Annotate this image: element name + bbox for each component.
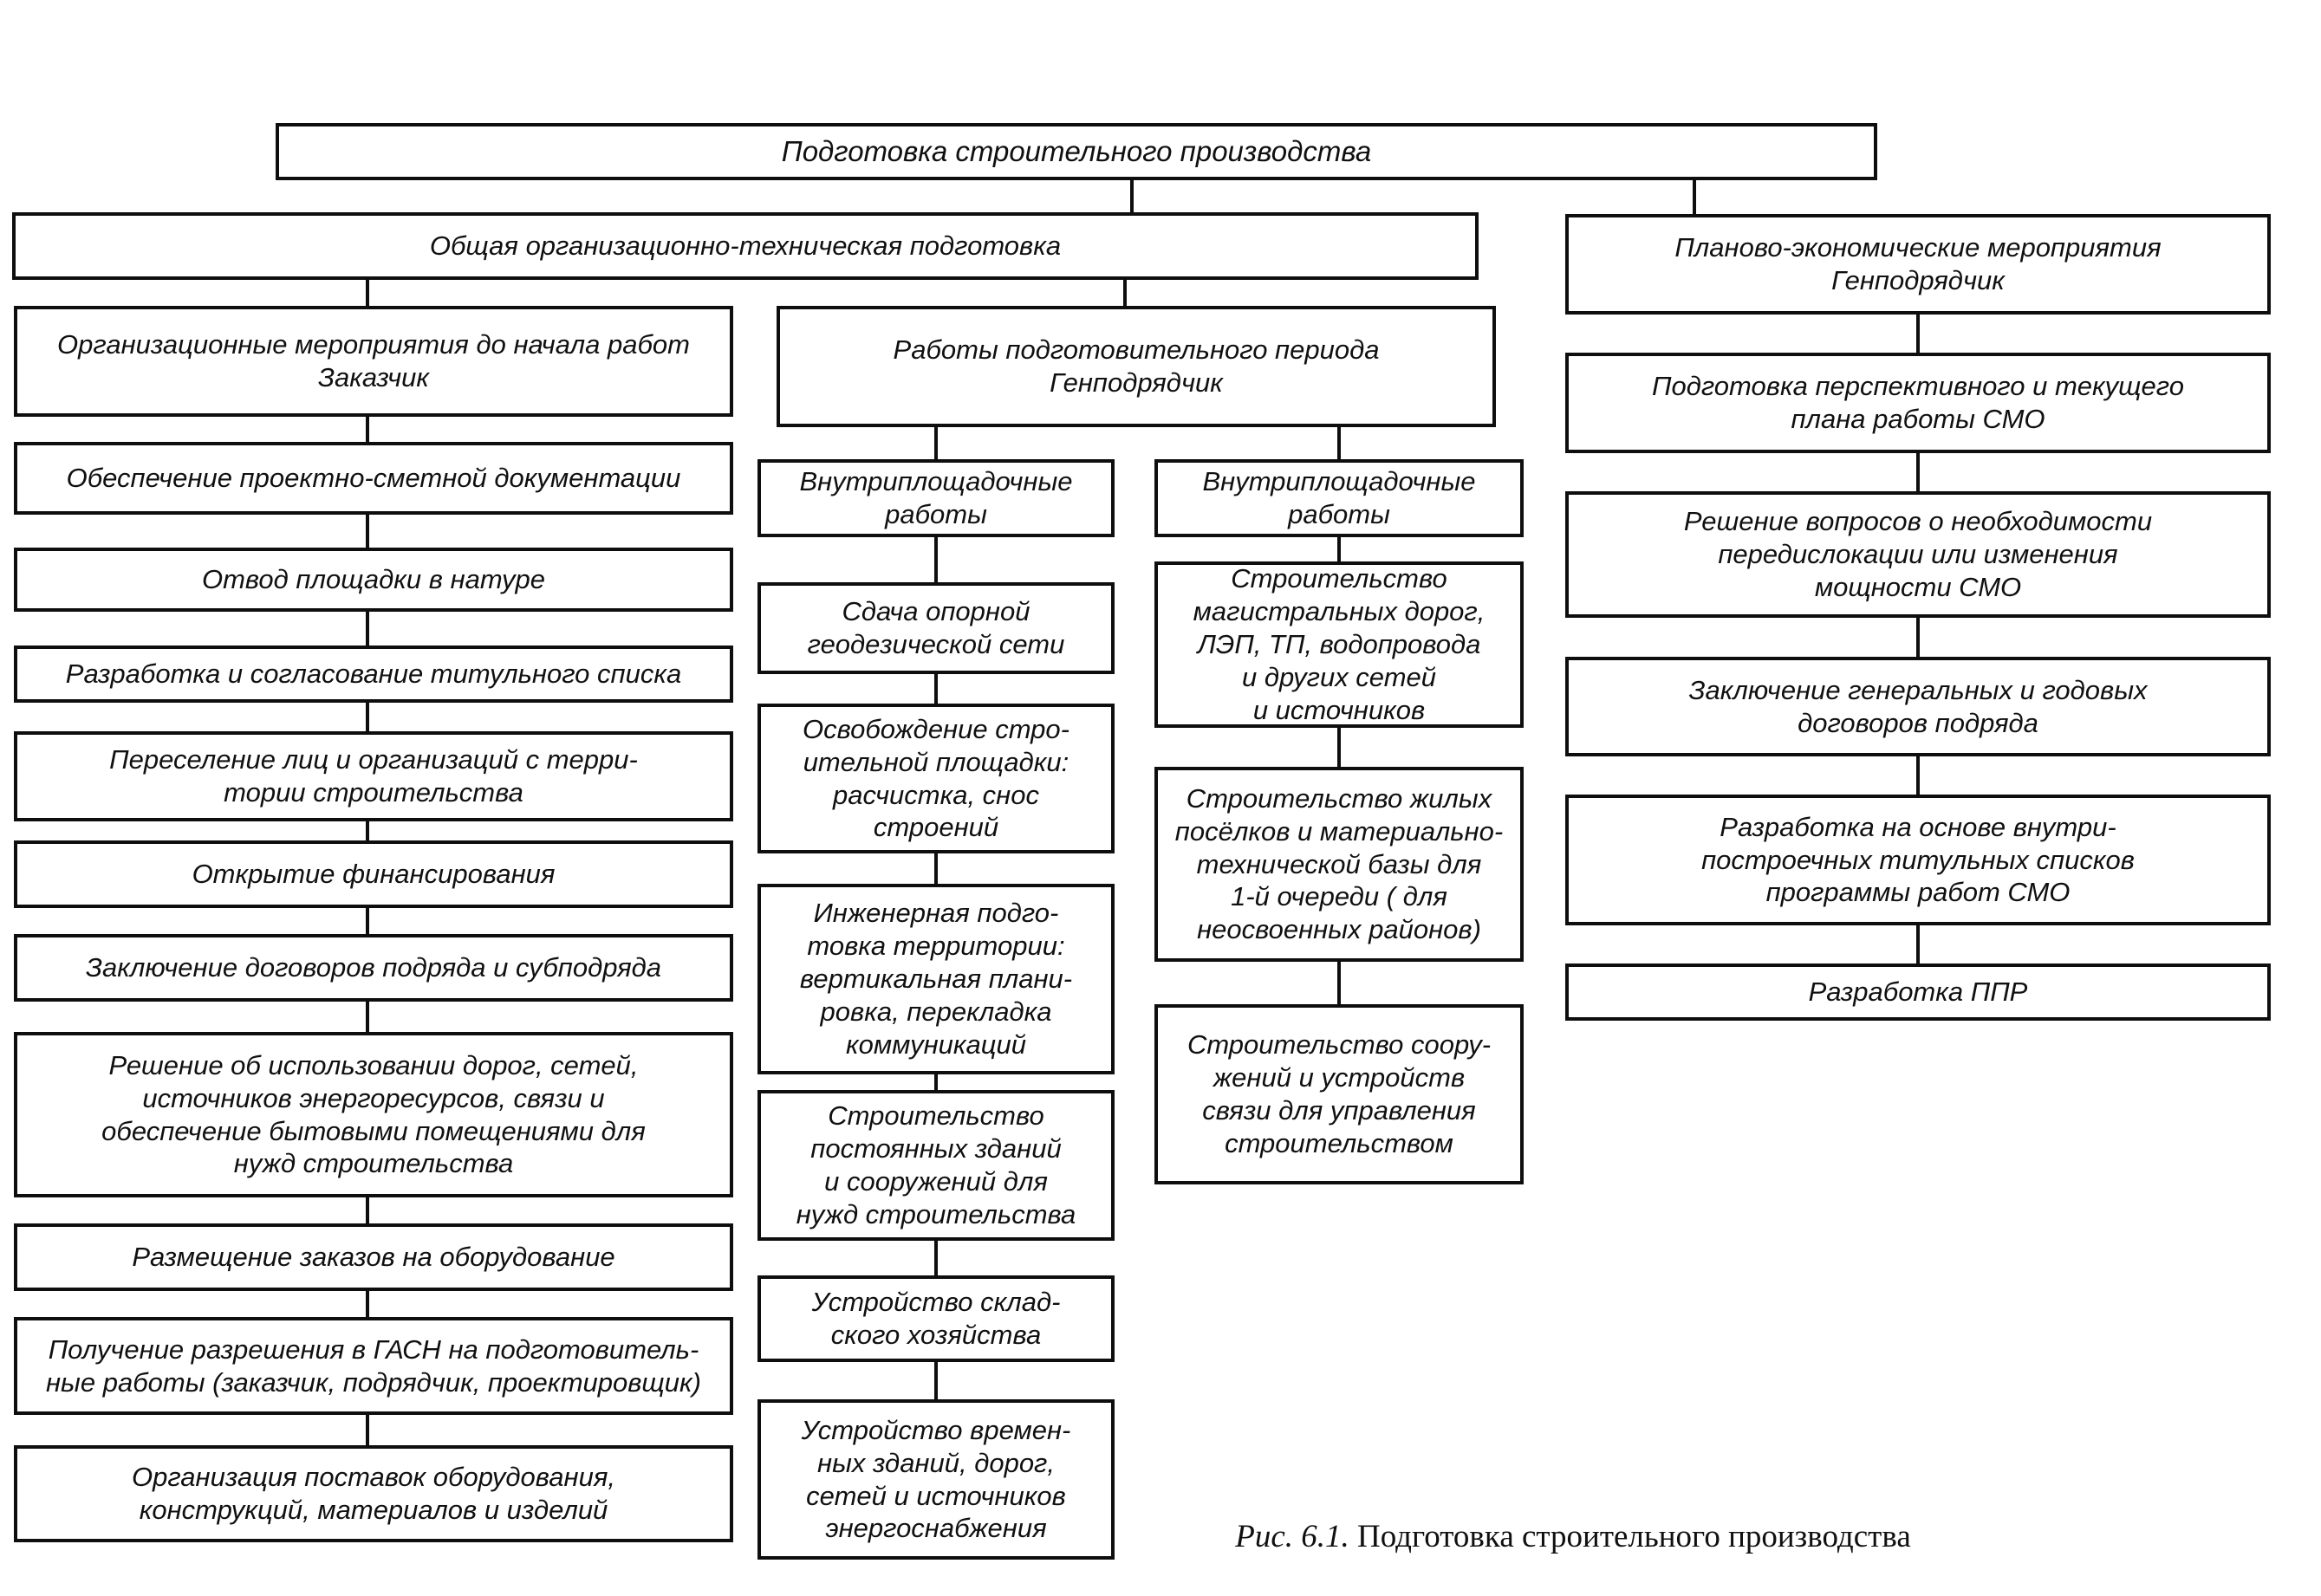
node-trunk-roads: Строительство магистральных дорог, ЛЭП, … [1154, 561, 1524, 728]
connector [1916, 925, 1920, 963]
connector [1916, 756, 1920, 795]
connector [1916, 618, 1920, 657]
node-smo-plan: Подготовка перспективного и текущего пла… [1565, 353, 2271, 453]
connector [1337, 427, 1341, 459]
node-geodetic-network: Сдача опорной геодезической сети [757, 582, 1115, 674]
node-title-list: Разработка и согласование титульного спи… [14, 646, 733, 703]
node-plan-econ: Планово-экономические мероприятия Генпод… [1565, 214, 2271, 315]
connector [1130, 180, 1134, 212]
connector [1123, 280, 1127, 306]
node-permanent-buildings: Строительство постоянных зданий и сооруж… [757, 1090, 1115, 1241]
node-onsite-works-left: Внутриплощадочные работы [757, 459, 1115, 537]
node-contracts: Заключение договоров подряда и субподряд… [14, 934, 733, 1002]
node-relocation: Переселение лиц и организаций с терри- т… [14, 731, 733, 821]
connector [934, 537, 938, 582]
node-warehouse-facilities: Устройство склад- ского хозяйства [757, 1275, 1115, 1362]
connector [1337, 537, 1341, 561]
connector [366, 1002, 369, 1032]
node-prep-period-works: Работы подготовительного периода Генподр… [777, 306, 1496, 427]
connector [366, 703, 369, 731]
connector [1916, 453, 1920, 491]
node-engineering-prep: Инженерная подго- товка территории: верт… [757, 884, 1115, 1074]
connector [366, 417, 369, 442]
node-org-measures: Организационные мероприятия до начала ра… [14, 306, 733, 417]
node-roads-networks-decision: Решение об использовании дорог, сетей, и… [14, 1032, 733, 1197]
connector [934, 1362, 938, 1399]
connector [1337, 728, 1341, 767]
connector [1693, 180, 1696, 214]
connector [366, 821, 369, 840]
connector [934, 427, 938, 459]
connector [366, 280, 369, 306]
figure-caption-label: Рис. 6.1. [1235, 1519, 1349, 1554]
node-equipment-orders: Размещение заказов на оборудование [14, 1223, 733, 1291]
node-communication-structures: Строительство соору- жений и устройств с… [1154, 1004, 1524, 1184]
connector [366, 1291, 369, 1317]
connector [366, 908, 369, 934]
node-financing: Открытие финансирования [14, 840, 733, 908]
connector [366, 1197, 369, 1223]
node-onsite-works-right: Внутриплощадочные работы [1154, 459, 1524, 537]
figure-caption: Рис. 6.1. Подготовка строительного произ… [1161, 1518, 1985, 1555]
node-design-estimate-docs: Обеспечение проектно-сметной документаци… [14, 442, 733, 515]
node-site-allotment: Отвод площадки в натуре [14, 548, 733, 612]
node-temporary-buildings: Устройство времен- ных зданий, дорог, се… [757, 1399, 1115, 1560]
connector [366, 515, 369, 548]
node-residential-settlements: Строительство жилых посёлков и материаль… [1154, 767, 1524, 962]
node-root: Подготовка строительного производства [276, 123, 1877, 180]
node-supply-organization: Организация поставок оборудования, конст… [14, 1445, 733, 1542]
connector [934, 1241, 938, 1275]
node-general-org-tech: Общая организационно-техническая подгото… [12, 212, 1479, 280]
connector [934, 1074, 938, 1090]
figure-caption-text: Подготовка строительного производства [1349, 1519, 1911, 1554]
connector [934, 853, 938, 884]
connector [1337, 962, 1341, 1004]
node-smo-work-program: Разработка на основе внутри- построечных… [1565, 795, 2271, 925]
connector [366, 612, 369, 646]
connector [366, 1415, 369, 1445]
connector [1916, 315, 1920, 353]
node-redeployment-decision: Решение вопросов о необходимости передис… [1565, 491, 2271, 618]
node-general-annual-contracts: Заключение генеральных и годовых договор… [1565, 657, 2271, 756]
node-gasn-permit: Получение разрешения в ГАСН на подготови… [14, 1317, 733, 1415]
node-ppr-development: Разработка ППР [1565, 963, 2271, 1021]
node-site-clearing: Освобождение стро- ительной площадки: ра… [757, 704, 1115, 853]
connector [934, 674, 938, 704]
